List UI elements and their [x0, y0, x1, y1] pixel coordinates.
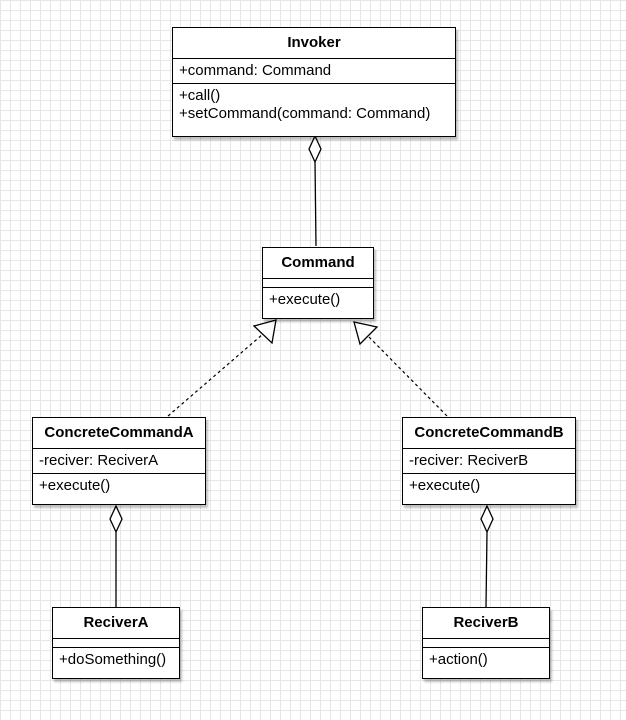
class-invoker[interactable]: Invoker +command: Command +call()+setComma… — [172, 27, 456, 137]
operation: +execute() — [409, 477, 481, 494]
operations-compartment: +action() — [423, 648, 549, 672]
operation: +execute() — [269, 291, 341, 308]
operations-compartment: +doSomething() — [53, 648, 179, 672]
class-command[interactable]: Command +execute() — [262, 247, 374, 319]
operations-compartment: +execute() — [33, 474, 205, 498]
class-concrete-command-a[interactable]: ConcreteCommandA -reciver: ReciverA +execu… — [32, 417, 206, 505]
realization-line-b-command — [366, 334, 448, 417]
aggregation-diamond-a — [109, 504, 123, 534]
attributes-compartment: -reciver: ReciverB — [403, 449, 575, 474]
class-reciver-a[interactable]: ReciverA +doSomething() — [52, 607, 180, 679]
aggregation-diamond-invoker — [308, 134, 322, 164]
class-name: ReciverA — [53, 608, 179, 639]
operation: +doSomething() — [59, 651, 167, 668]
class-name: ReciverB — [423, 608, 549, 639]
class-name: Command — [263, 248, 373, 279]
attribute: -reciver: ReciverA — [39, 452, 159, 469]
attributes-compartment: -reciver: ReciverA — [33, 449, 205, 474]
class-reciver-b[interactable]: ReciverB +action() — [422, 607, 550, 679]
aggregation-diamond-b — [480, 504, 494, 534]
class-name: Invoker — [173, 28, 455, 59]
operations-compartment: +execute() — [263, 288, 373, 312]
attribute: -reciver: ReciverB — [409, 452, 529, 469]
aggregation-line-invoker-command — [314, 161, 317, 247]
attributes-compartment — [53, 639, 179, 648]
operation: +action() — [429, 651, 488, 668]
operation: +execute() — [39, 477, 111, 494]
attributes-compartment — [263, 279, 373, 288]
attribute: +command: Command — [179, 62, 332, 79]
realization-arrowhead-a — [252, 319, 277, 345]
operations-compartment: +call()+setCommand(command: Command) — [173, 84, 455, 126]
realization-arrowhead-b — [353, 321, 379, 346]
attributes-compartment: +command: Command — [173, 59, 455, 84]
realization-line-a-command — [167, 333, 264, 417]
attributes-compartment — [423, 639, 549, 648]
class-name: ConcreteCommandB — [403, 418, 575, 449]
aggregation-line-b-reciver — [485, 531, 488, 608]
class-name: ConcreteCommandA — [33, 418, 205, 449]
class-concrete-command-b[interactable]: ConcreteCommandB -reciver: ReciverB +execu… — [402, 417, 576, 505]
operations-compartment: +execute() — [403, 474, 575, 498]
operation: +call() — [179, 87, 221, 104]
operation: +setCommand(command: Command) — [179, 105, 431, 122]
